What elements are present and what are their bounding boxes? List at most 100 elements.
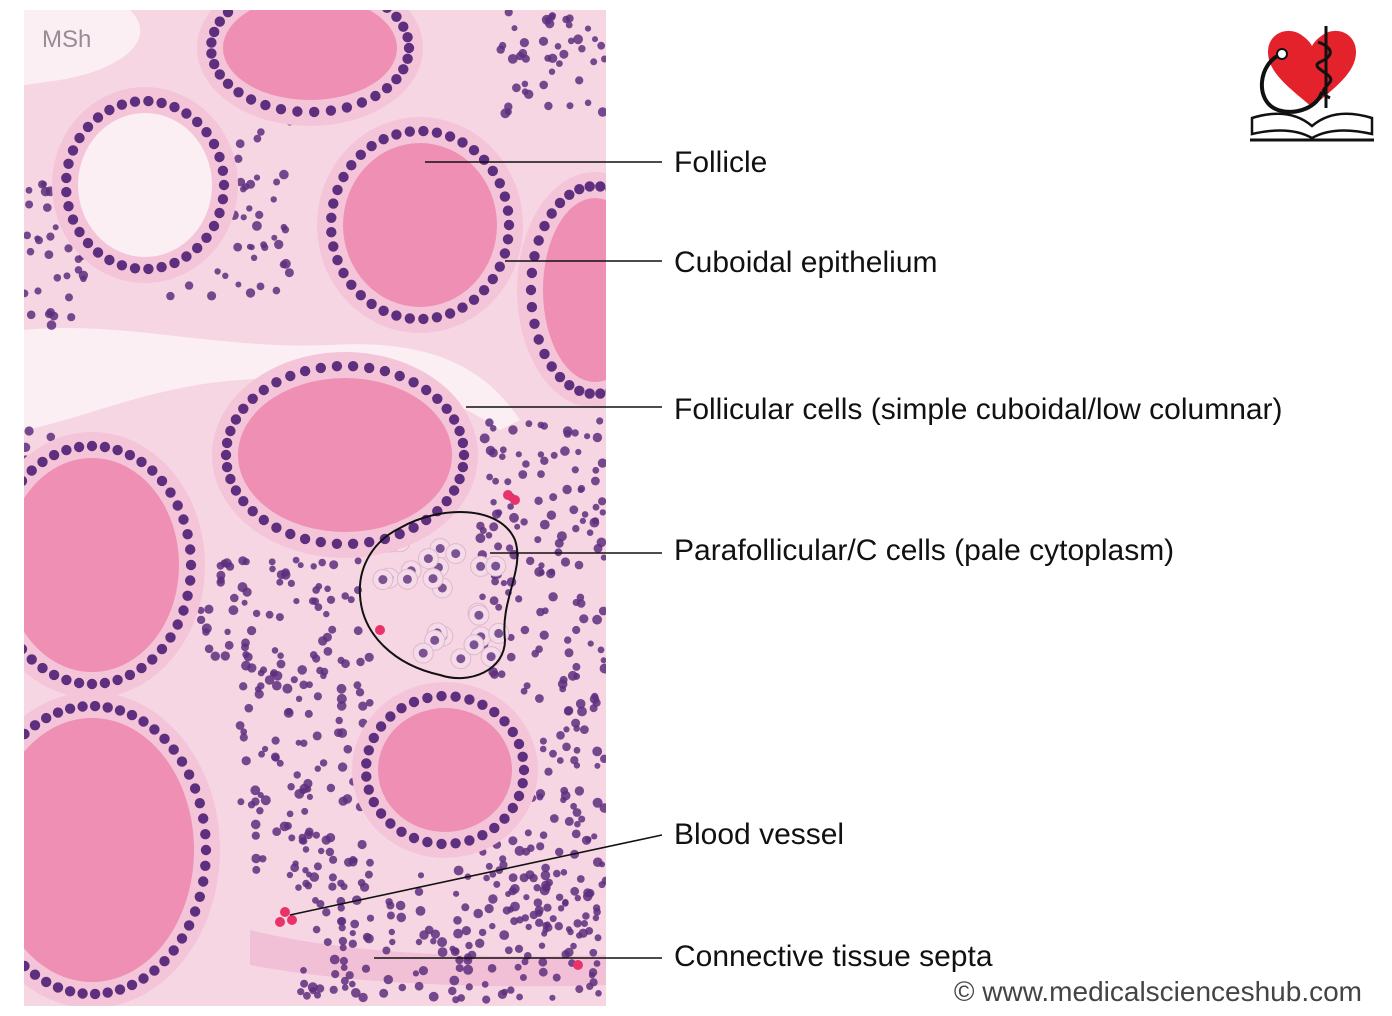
stromal-nucleus [587,640,594,647]
stromal-nucleus [600,657,606,664]
stromal-nucleus [338,936,348,946]
stromal-nucleus [301,807,309,815]
stromal-nucleus [298,833,306,842]
stromal-nucleus [599,803,606,813]
stromal-nucleus [306,681,313,689]
stromal-nucleus [497,670,506,678]
stromal-nucleus [592,432,603,443]
follicular-cell-nucleus [169,101,180,113]
follicular-cell-nucleus [169,257,180,269]
stromal-nucleus [345,971,354,980]
stromal-nucleus [286,810,294,818]
follicular-cell-nucleus [625,198,635,208]
stromal-nucleus [563,429,572,438]
blood-cells [275,490,583,970]
stromal-nucleus [479,433,490,444]
stromal-nucleus [481,981,489,988]
stromal-nucleus [509,512,519,523]
follicular-cell-nucleus [222,78,234,90]
stromal-nucleus [521,80,529,88]
stromal-nucleus [507,633,515,642]
stromal-nucleus [507,503,514,510]
stromal-nucleus [281,258,291,269]
follicular-cell-nucleus [499,191,511,202]
stromal-nucleus [241,643,249,652]
stromal-nucleus [364,870,373,879]
follicular-cell-nucleus [468,145,480,156]
stromal-nucleus [601,876,606,885]
stromal-nucleus [252,609,261,618]
stromal-nucleus [295,739,302,746]
follicular-cell-nucleus [172,500,183,511]
stromal-nucleus [40,181,47,188]
stromal-nucleus [489,425,497,432]
stromal-nucleus [428,991,439,1002]
stromal-nucleus [242,651,250,659]
stromal-nucleus [338,796,348,806]
stromal-nucleus [240,728,248,736]
stromal-nucleus [202,628,210,636]
stromal-nucleus [275,613,284,622]
follicular-cell-nucleus [457,137,468,148]
follicular-cell-nucleus [198,813,209,824]
stromal-nucleus [516,993,523,1001]
follicular-cell-nucleus [189,783,201,794]
pale-septum-band [24,327,520,430]
follicular-cell-nucleus [124,669,136,681]
follicular-cell-nucleus [326,212,337,223]
stromal-nucleus [507,986,515,994]
follicular-cell-nucleus [546,361,557,372]
follicle-colloid [543,198,606,382]
label-connective-tissue-septa: Connective tissue septa [674,940,993,973]
follicular-cell-nucleus [366,298,377,310]
stromal-nucleus [309,651,318,659]
stromal-nucleus [584,433,591,440]
follicular-cell-nucleus [86,678,98,690]
stromal-nucleus [286,871,294,879]
follicular-cell-nucleus [458,449,470,461]
stromal-nucleus [581,920,588,927]
stromal-nucleus [510,884,520,894]
follicular-cell-nucleus [564,189,575,200]
follicular-cell-nucleus [1,750,11,760]
stromal-nucleus [573,725,580,732]
stromal-nucleus [272,680,282,691]
follicular-cell-nucleus [584,388,595,399]
stromal-nucleus [284,822,292,830]
follicular-cell-nucleus [112,674,123,686]
stromal-nucleus [273,178,281,186]
follicular-cell-nucleus [361,758,372,769]
stromal-nucleus [318,847,325,855]
follicular-cell-nucleus [529,251,540,262]
stromal-nucleus [548,592,558,602]
follicular-cell-nucleus [605,388,606,394]
parafollicular-nucleus [430,635,440,645]
stromal-nucleus [591,517,600,525]
stromal-nucleus [510,917,519,926]
follicular-cell-nucleus [0,591,2,601]
follicular-cell-nucleus [646,235,656,245]
stethoscope-icon [1260,52,1324,114]
stromal-nucleus [501,988,508,996]
stromal-nucleus [283,708,294,718]
follicular-cell-nucleus [454,473,465,485]
stromal-nucleus [540,456,549,465]
follicular-cell-nucleus [499,716,510,727]
stromal-nucleus [515,451,522,458]
stromal-nucleus [519,873,529,883]
stromal-nucleus [499,930,510,940]
follicle-colloid [343,143,497,307]
follicular-cell-nucleus [181,251,192,262]
follicular-cell-nucleus [431,312,443,323]
stromal-nucleus [253,174,261,181]
follicular-cell-nucleus [1,619,11,629]
follicular-cell-nucleus [436,838,447,850]
follicular-cell-nucleus [421,384,432,396]
follicle-colloid [238,378,452,532]
follicular-cell-nucleus [382,10,392,13]
parafollicular-nucleus [428,574,438,584]
stromal-nucleus [586,529,594,536]
follicular-cell-nucleus [299,533,311,545]
follicular-cell-nucleus [366,140,377,152]
follicular-cell-nucleus [247,506,258,517]
